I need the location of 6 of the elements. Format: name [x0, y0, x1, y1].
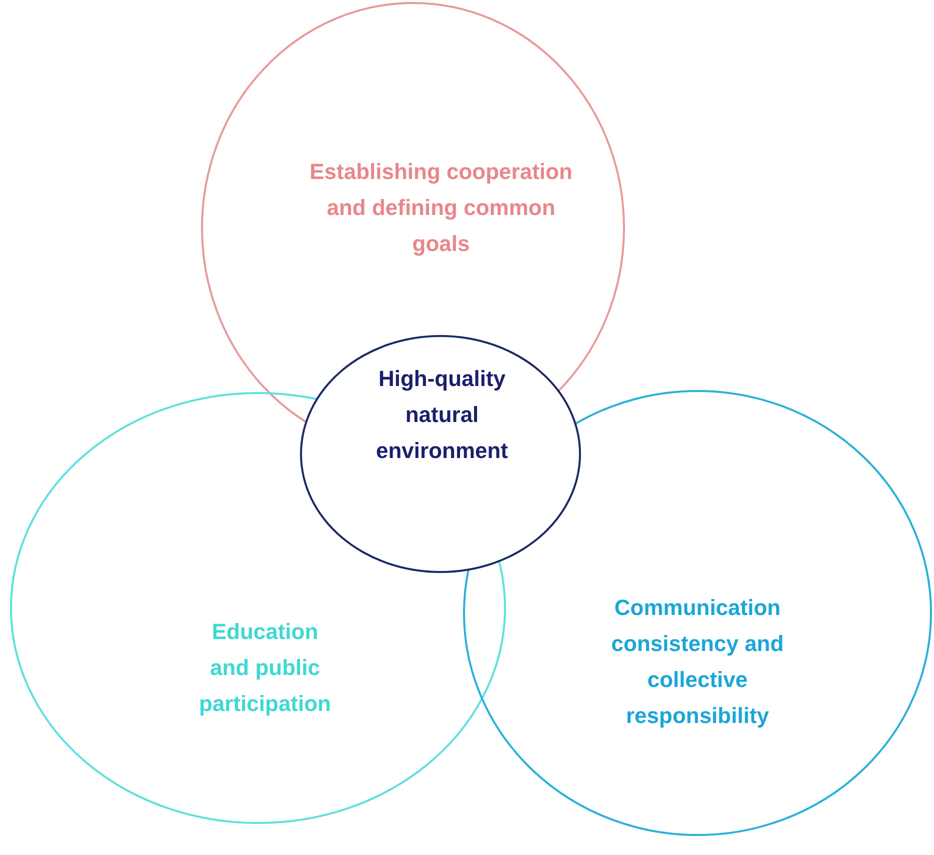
- circle-label: Education and public participation: [198, 618, 332, 718]
- circle-label: Communication consistency and collective responsibility: [610, 594, 785, 730]
- circle-label: High-quality natural environment: [374, 365, 510, 465]
- circle: [10, 392, 506, 824]
- circle: [300, 335, 581, 573]
- circle-label: Establishing cooperation and defining common goals: [308, 158, 574, 258]
